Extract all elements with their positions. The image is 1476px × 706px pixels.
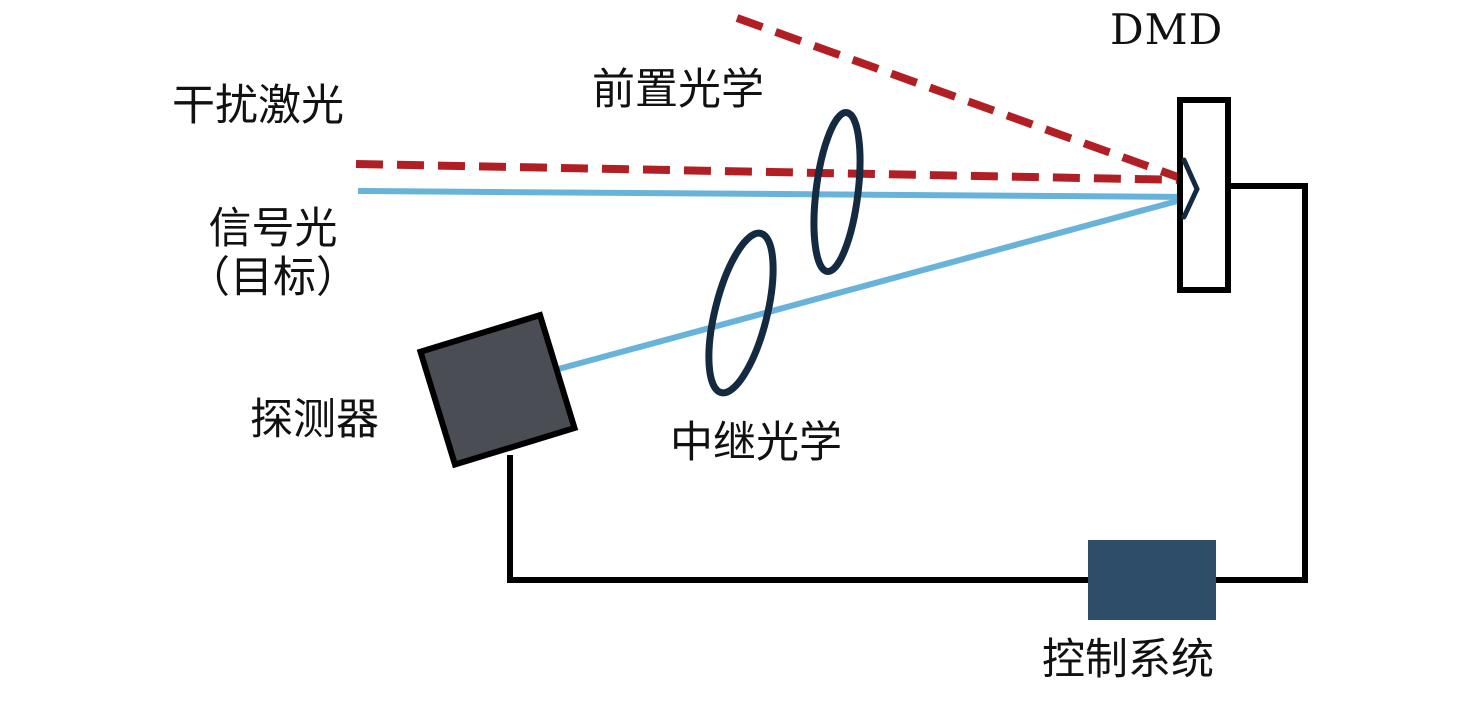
relay-optics-lens [705, 229, 777, 397]
control-system-box [1088, 540, 1216, 620]
control-wire [507, 183, 1308, 583]
relay-optics-label: 中继光学 [670, 418, 842, 468]
detector-box [416, 311, 579, 469]
interference-laser-label: 干扰激光 [172, 81, 344, 131]
front-optics-lens [810, 109, 864, 275]
front-optics-label: 前置光学 [592, 65, 764, 115]
signal-beam-incoming [357, 188, 1193, 200]
dmd-box [1177, 97, 1231, 293]
interference-beam-incoming [355, 160, 1187, 184]
micromirror-icon [1181, 157, 1200, 220]
dmd-label: DMD [1110, 5, 1224, 54]
control-system-label: 控制系统 [1042, 635, 1214, 685]
signal-light-label-line1: 信号光 [208, 204, 338, 254]
signal-light-label-line2: （目标） [187, 253, 359, 304]
detector-label: 探测器 [250, 395, 379, 445]
signal-light-label: 信号光 （目标） [168, 204, 378, 304]
signal-beam-reflected [539, 194, 1193, 377]
